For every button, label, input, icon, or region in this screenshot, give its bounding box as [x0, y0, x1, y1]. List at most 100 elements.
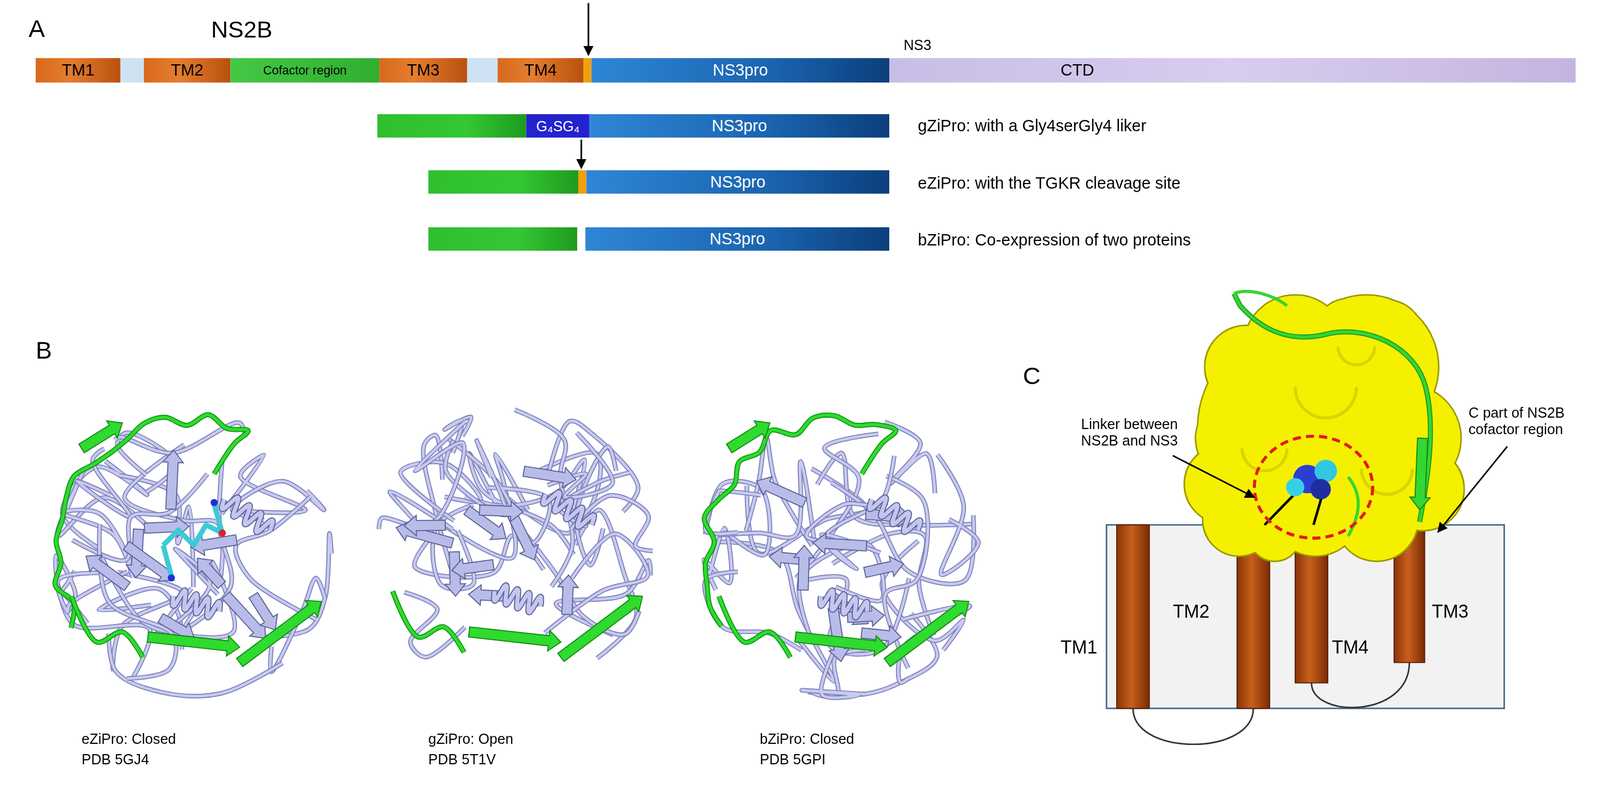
cofactor-bar	[428, 227, 578, 251]
loop	[99, 524, 177, 679]
loop-outline	[705, 490, 761, 534]
substrate-sphere	[1286, 478, 1305, 497]
cleavage-site	[578, 170, 587, 194]
helix-outline	[542, 492, 595, 528]
beta-strand	[756, 477, 807, 508]
helix-outline	[869, 497, 921, 533]
helix-outline	[221, 497, 273, 533]
structure-caption: gZiPro: Open	[428, 731, 513, 748]
substrate-sphere	[1310, 479, 1332, 500]
beta-strand	[123, 541, 174, 582]
loop-outline	[544, 533, 649, 634]
beta-strand	[85, 555, 131, 591]
panel-letter: A	[28, 14, 45, 43]
segment-label: TM3	[407, 61, 440, 79]
transmembrane-helix	[1116, 525, 1150, 710]
transmembrane-segment: TM3	[379, 57, 467, 83]
loop-outline	[445, 441, 507, 516]
segment-label: TM1	[61, 61, 95, 79]
beta-strand	[523, 466, 576, 488]
protein-name: NS3	[903, 36, 932, 54]
beta-strand	[557, 595, 643, 662]
tm-label: TM1	[1060, 637, 1098, 659]
loop-outline	[716, 461, 815, 542]
linker-gap	[120, 57, 144, 83]
beta-strand	[249, 593, 278, 631]
surface	[1205, 326, 1287, 408]
beta-strand	[726, 421, 770, 454]
protein-ribbon	[378, 409, 653, 662]
protease-domain: NS3pro	[589, 114, 890, 138]
segment-label: Cofactor region	[263, 64, 347, 77]
helix	[494, 585, 542, 613]
protein-ribbon	[55, 415, 332, 697]
transmembrane-segment: TM1	[35, 57, 121, 83]
cofactor-loop	[71, 596, 144, 658]
protein-ribbon	[703, 415, 978, 699]
transmembrane-segment: TM2	[143, 57, 231, 83]
callout-label: Linker between NS2B and NS3	[1065, 416, 1193, 450]
cofactor-loop-outline	[718, 596, 791, 658]
helix	[542, 492, 595, 528]
beta-strand	[468, 627, 561, 652]
construct-description: gZiPro: with a Gly4serGly4 liker	[917, 117, 1147, 136]
leader-arrow	[1172, 456, 1255, 499]
protease-domain: NS3pro	[585, 227, 890, 251]
beta-strand	[813, 533, 867, 554]
cytoplasmic-loop	[1133, 709, 1254, 745]
beta-strand	[794, 632, 887, 657]
segment-label: NS3pro	[710, 173, 766, 191]
ligand-stick	[163, 504, 223, 546]
loop-outline	[547, 432, 613, 498]
loop-outline	[937, 454, 979, 575]
tm-label: TM3	[1431, 601, 1469, 623]
segment-label: CTD	[1060, 61, 1094, 79]
leader-arrow	[1437, 446, 1508, 533]
tm-label: TM2	[1172, 601, 1210, 623]
loop	[801, 652, 865, 699]
loop	[60, 591, 151, 678]
tm-label: TM4	[1331, 637, 1369, 659]
beta-strand	[197, 558, 226, 589]
cofactor-loop-outline	[392, 591, 465, 653]
helix	[221, 497, 273, 533]
cleavage-arrow	[580, 139, 583, 169]
helix-outline	[172, 590, 221, 619]
segment-label: NS3pro	[711, 117, 768, 135]
cofactor-ribbon	[1348, 477, 1359, 537]
loop	[716, 461, 815, 542]
surface-shade	[1295, 387, 1357, 419]
cofactor-loop-outline	[55, 415, 249, 629]
ligand-atom	[218, 529, 227, 538]
loop-outline	[99, 524, 177, 679]
cofactor-bar	[428, 170, 579, 194]
pdb-id: PDB 5GJ4	[81, 751, 149, 769]
linker-box: G₄SG₄	[525, 114, 590, 138]
loop	[937, 454, 979, 575]
helix-outline	[494, 585, 542, 613]
cofactor-ribbon	[1233, 293, 1431, 523]
helix-outline	[820, 590, 868, 619]
beta-strand	[452, 558, 495, 580]
protease-domain: NS3pro	[591, 57, 890, 83]
beta-strand	[793, 545, 815, 591]
loop	[705, 490, 761, 534]
cofactor-segment: Cofactor region	[230, 57, 380, 83]
pdb-id: PDB 5T1V	[428, 751, 496, 769]
segment-label: NS3pro	[713, 61, 769, 79]
beta-strand	[1410, 438, 1431, 511]
active-site-circle	[1254, 436, 1373, 539]
protein-name: NS2B	[210, 16, 273, 44]
helicase-domain: CTD	[889, 57, 1576, 83]
ligand-atom	[167, 574, 176, 583]
beta-strand	[863, 556, 904, 578]
beta-strand	[236, 600, 322, 667]
cleavage-arrow	[587, 2, 590, 55]
surface-edge	[1205, 326, 1287, 408]
construct-description: bZiPro: Co-expression of two proteins	[917, 231, 1191, 251]
helix	[820, 590, 868, 619]
loop	[404, 592, 466, 658]
beta-strand	[79, 421, 123, 454]
callout-label: C part of NS2B cofactor region	[1468, 404, 1597, 438]
